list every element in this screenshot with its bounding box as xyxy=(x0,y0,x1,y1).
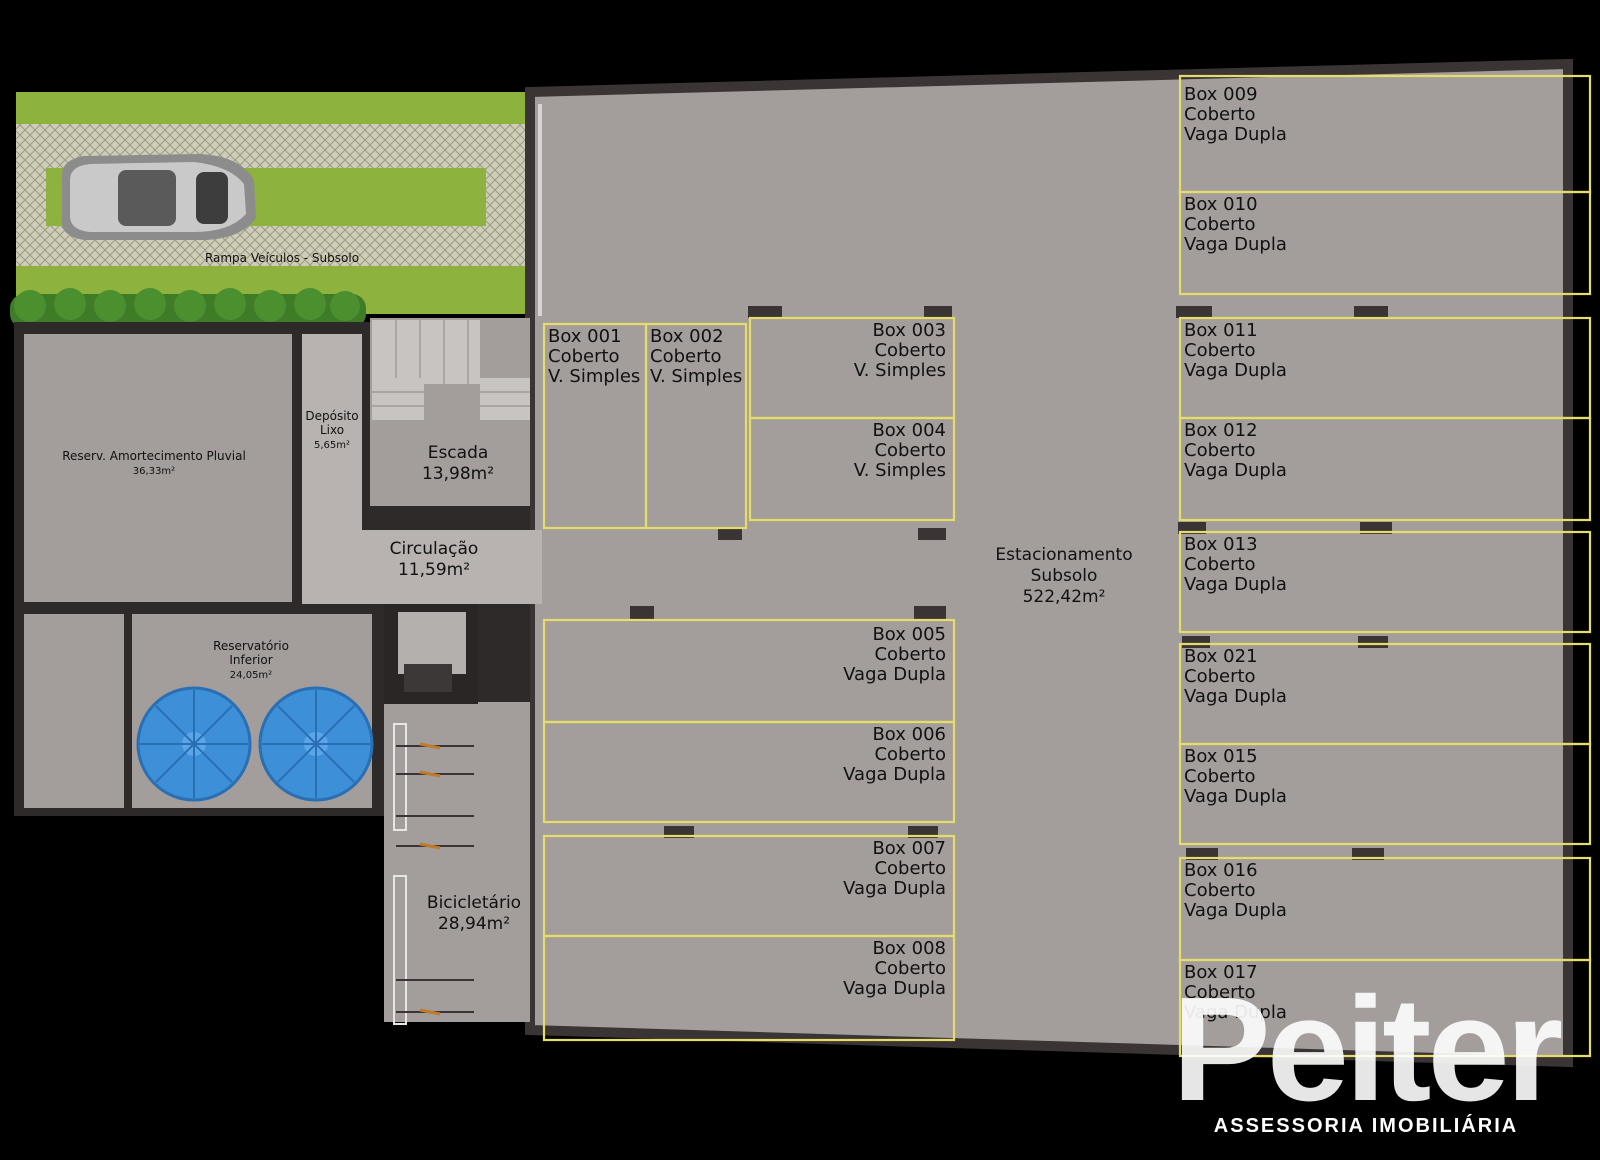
box-012-id: Box 012 xyxy=(1184,420,1258,441)
box-007-vaga: Vaga Dupla xyxy=(843,878,946,899)
box-017-id: Box 017 xyxy=(1184,962,1258,983)
box-016-type: Coberto xyxy=(1184,880,1256,901)
box-007-type: Coberto xyxy=(874,858,946,879)
box-013-id: Box 013 xyxy=(1184,534,1258,555)
peiter-logo: Peiter ASSESSORIA IMOBILIÁRIA xyxy=(1172,967,1566,1137)
logo-wordmark: Peiter xyxy=(1172,967,1562,1132)
circulacao-label: Circulação xyxy=(390,539,479,559)
box-017-outline xyxy=(1178,958,1592,1058)
box-003-vaga: V. Simples xyxy=(854,360,946,381)
box-012-type: Coberto xyxy=(1184,440,1256,461)
box-003-id: Box 003 xyxy=(872,320,946,341)
estacionamento-label: Estacionamento xyxy=(995,545,1132,565)
box-labels: Box 001 Coberto V. Simples Box 002 Cober… xyxy=(548,84,1287,1023)
box-010-outline xyxy=(1178,190,1592,296)
bicicletario-label: Bicicletário xyxy=(427,893,521,913)
box-013-type: Coberto xyxy=(1184,554,1256,575)
water-tank-icon xyxy=(258,686,374,802)
bicicletario-area: 28,94m² xyxy=(438,914,510,934)
box-016-id: Box 016 xyxy=(1184,860,1258,881)
bicicletario-room xyxy=(384,702,530,1022)
box-012-outline xyxy=(1178,416,1592,522)
service-block xyxy=(14,318,542,1025)
box-003-type: Coberto xyxy=(874,340,946,361)
box-011-type: Coberto xyxy=(1184,340,1256,361)
box-009-id: Box 009 xyxy=(1184,84,1258,105)
box-010-id: Box 010 xyxy=(1184,194,1258,215)
box-021-vaga: Vaga Dupla xyxy=(1184,686,1287,707)
box-009-vaga: Vaga Dupla xyxy=(1184,124,1287,145)
water-tank-icon xyxy=(136,686,252,802)
ramp-area xyxy=(10,92,530,328)
box-017-type: Coberto xyxy=(1184,982,1256,1003)
box-017-vaga: Vaga Dupla xyxy=(1184,1002,1287,1023)
box-008-id: Box 008 xyxy=(872,938,946,959)
estacionamento-area: 522,42m² xyxy=(1023,587,1106,607)
box-006-vaga: Vaga Dupla xyxy=(843,764,946,785)
box-011-vaga: Vaga Dupla xyxy=(1184,360,1287,381)
circulacao-area: 11,59m² xyxy=(398,560,470,580)
box-010-vaga: Vaga Dupla xyxy=(1184,234,1287,255)
box-012-vaga: Vaga Dupla xyxy=(1184,460,1287,481)
box-021-type: Coberto xyxy=(1184,666,1256,687)
box-006-outline xyxy=(542,720,956,824)
box-015-vaga: Vaga Dupla xyxy=(1184,786,1287,807)
box-006-id: Box 006 xyxy=(872,724,946,745)
box-015-type: Coberto xyxy=(1184,766,1256,787)
box-004-outline xyxy=(748,416,956,522)
box-001-id: Box 001 xyxy=(548,326,622,347)
estacionamento-label-2: Subsolo xyxy=(1031,566,1098,586)
elevator-icon xyxy=(384,604,478,704)
box-004-id: Box 004 xyxy=(872,420,946,441)
reserv-pluvial-room xyxy=(24,334,292,602)
deposito-room xyxy=(302,334,362,530)
box-001-type: Coberto xyxy=(548,346,620,367)
box-005-type: Coberto xyxy=(874,644,946,665)
bicycle-rack-icon xyxy=(393,723,474,1025)
box-016-vaga: Vaga Dupla xyxy=(1184,900,1287,921)
box-021-id: Box 021 xyxy=(1184,646,1258,667)
box-008-outline xyxy=(542,934,956,1042)
stairs-icon xyxy=(372,320,530,420)
box-008-type: Coberto xyxy=(874,958,946,979)
room-labels: Rampa Veículos - Subsolo Reserv. Amortec… xyxy=(62,251,1132,934)
box-015-id: Box 015 xyxy=(1184,746,1258,767)
escada-area: 13,98m² xyxy=(422,464,494,484)
box-007-id: Box 007 xyxy=(872,838,946,859)
box-006-type: Coberto xyxy=(874,744,946,765)
parking-boxes xyxy=(542,74,1592,1058)
box-002-id: Box 002 xyxy=(650,326,724,347)
reserv-pluvial-label: Reserv. Amortecimento Pluvial xyxy=(62,449,246,463)
hedge xyxy=(10,288,366,328)
escada-label: Escada xyxy=(428,443,489,463)
box-005-vaga: Vaga Dupla xyxy=(843,664,946,685)
box-015-outline xyxy=(1178,742,1592,846)
box-009-type: Coberto xyxy=(1184,104,1256,125)
box-004-vaga: V. Simples xyxy=(854,460,946,481)
logo-tagline: ASSESSORIA IMOBILIÁRIA xyxy=(1214,1114,1518,1137)
reserv-pluvial-area: 36,33m² xyxy=(133,466,175,477)
box-010-type: Coberto xyxy=(1184,214,1256,235)
box-011-id: Box 011 xyxy=(1184,320,1258,341)
reservatorio-label: Reservatório xyxy=(213,639,289,653)
box-001-vaga: V. Simples xyxy=(548,366,640,387)
circulacao-room xyxy=(302,530,542,604)
reservatorio-area: 24,05m² xyxy=(230,670,272,681)
box-002-outline xyxy=(644,322,748,530)
deposito-label-2: Lixo xyxy=(320,423,344,437)
box-008-vaga: Vaga Dupla xyxy=(843,978,946,999)
deposito-area: 5,65m² xyxy=(314,440,350,451)
ramp-label: Rampa Veículos - Subsolo xyxy=(205,251,359,265)
box-002-vaga: V. Simples xyxy=(650,366,742,387)
box-013-outline xyxy=(1178,530,1592,634)
box-004-type: Coberto xyxy=(874,440,946,461)
box-005-id: Box 005 xyxy=(872,624,946,645)
box-013-vaga: Vaga Dupla xyxy=(1184,574,1287,595)
reservatorio-label-2: Inferior xyxy=(229,653,272,667)
deposito-label: Depósito xyxy=(305,409,358,423)
box-002-type: Coberto xyxy=(650,346,722,367)
car-icon xyxy=(61,154,256,240)
